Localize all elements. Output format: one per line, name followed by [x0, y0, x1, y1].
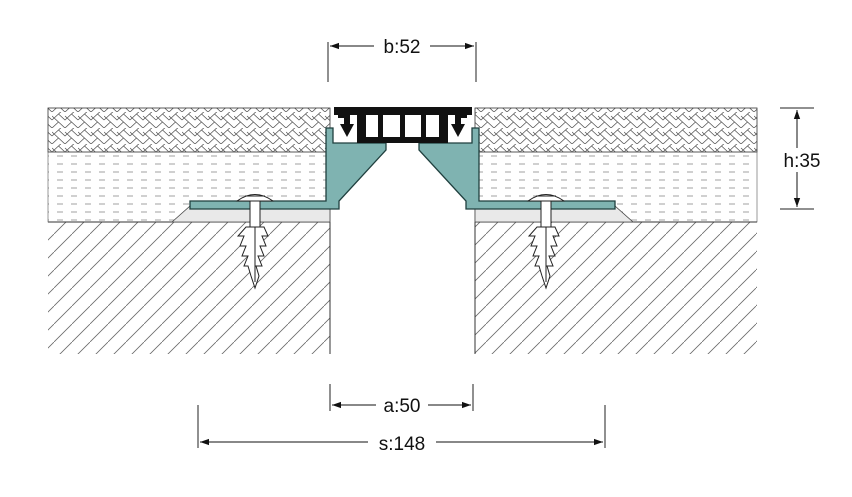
right-insert-anchor [451, 115, 467, 137]
left-slab [47, 107, 331, 354]
dimension-b-label: b:52 [384, 37, 421, 58]
dimension-a: a:50 [329, 384, 474, 417]
dimension-s-label: s:148 [379, 434, 425, 455]
dimension-h: h:35 [780, 107, 828, 210]
left-concrete-base [48, 222, 330, 354]
dimension-s: s:148 [197, 405, 606, 455]
left-insert-anchor [338, 115, 354, 137]
right-slab [474, 107, 758, 354]
dimension-a-label: a:50 [384, 396, 421, 417]
rubber-insert [334, 107, 472, 143]
right-floor-finish [474, 107, 758, 153]
right-concrete-base [475, 222, 757, 354]
dimension-h-label: h:35 [784, 151, 821, 172]
left-floor-finish [47, 107, 331, 153]
right-screw-anchor [526, 194, 566, 290]
left-screw-anchor [235, 194, 275, 290]
dimension-b: b:52 [327, 34, 477, 82]
